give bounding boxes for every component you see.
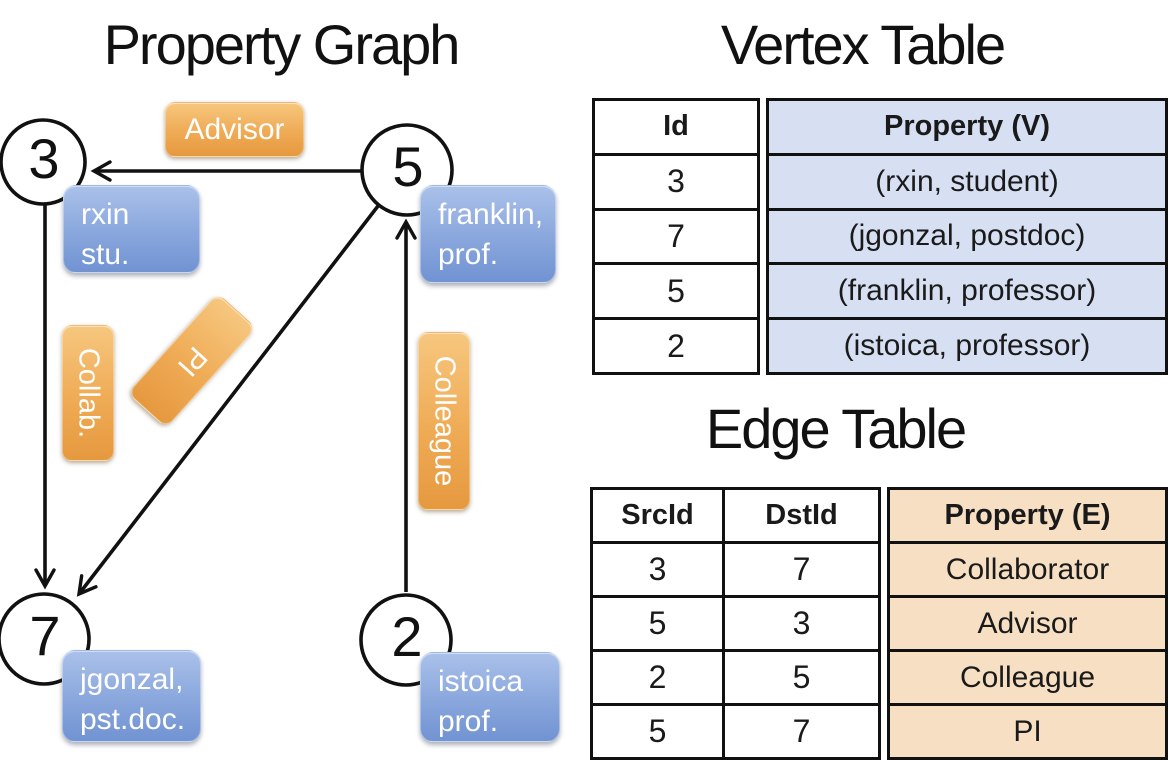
vertex-table-id-cell: 2 — [595, 317, 757, 372]
edge-label-colleague: Colleague — [418, 332, 470, 510]
edge-table-srcid-cell: 5 — [593, 706, 725, 757]
vertex-id-2: 2 — [391, 605, 422, 668]
edge-table-property-column: Property (E) Collaborator Advisor Collea… — [887, 487, 1168, 760]
edge-table-srcid-cell: 3 — [593, 544, 725, 595]
vertex-label-franklin: franklin, prof. — [420, 185, 556, 283]
edge-table-dstid-cell: 3 — [792, 605, 811, 641]
vertex-label-istoica: istoica prof. — [420, 652, 560, 742]
vertex-table-id-cell: 7 — [595, 207, 757, 263]
edge-label-colleague-text: Colleague — [428, 355, 461, 487]
vertex-id-5: 5 — [392, 135, 423, 198]
vertex-table-id-cell: 3 — [595, 152, 757, 208]
edge-table-id-columns: SrcId DstId 3 7 5 3 2 5 5 7 — [590, 487, 881, 760]
edge-table-srcid-header: SrcId — [593, 490, 725, 541]
edge-table-title: Edge Table — [705, 397, 967, 460]
edge-table-property-cell: PI — [890, 703, 1165, 757]
vertex-table-id-cell: 5 — [595, 262, 757, 317]
vertex-id-3: 3 — [28, 127, 59, 190]
edge-table-id-row: 2 5 — [593, 649, 878, 703]
property-graph-title: Property Graph — [103, 13, 461, 76]
vertex-table-property-cell: (istoica, professor) — [769, 317, 1165, 372]
edge-table-srcid-cell: 5 — [593, 598, 725, 649]
edge-table-id-row: 5 3 — [593, 595, 878, 649]
edge-table-property-cell: Advisor — [890, 595, 1165, 649]
edge-table-dstid-cell: 7 — [792, 713, 811, 749]
vertex-label-rxin: rxin stu. — [63, 185, 200, 273]
vertex-table-id-header: Id — [663, 110, 689, 143]
edge-label-collab: Collab. — [62, 325, 114, 461]
edge-table-property-header: Property (E) — [944, 499, 1111, 531]
vertex-table-title: Vertex Table — [720, 13, 1006, 76]
vertex-table-property-header: Property (V) — [884, 110, 1050, 143]
edge-label-collab-text: Collab. — [72, 347, 105, 439]
edge-table-property-cell: Colleague — [890, 649, 1165, 703]
edge-label-advisor: Advisor — [165, 102, 304, 157]
vertex-label-jgonzal: jgonzal, pst.doc. — [62, 650, 201, 742]
edge-table-dstid-header: DstId — [765, 499, 838, 531]
vertex-table-property-cell: (franklin, professor) — [769, 262, 1165, 317]
vertex-id-7: 7 — [29, 604, 60, 667]
vertex-table-id-column: Id 3 7 5 2 — [592, 98, 760, 375]
edge-label-pi-text: PI — [171, 339, 214, 382]
edge-table-id-row: 5 7 — [593, 703, 878, 757]
edge-table-id-header-row: SrcId DstId — [593, 490, 878, 541]
edge-table-srcid-cell: 2 — [593, 652, 725, 703]
vertex-table-property-cell: (rxin, student) — [769, 152, 1165, 208]
vertex-table-property-cell: (jgonzal, postdoc) — [769, 207, 1165, 263]
edge-table-id-row: 3 7 — [593, 541, 878, 595]
edge-table-dstid-cell: 5 — [792, 659, 811, 695]
vertex-circle-3 — [0, 118, 87, 206]
vertex-table-property-column: Property (V) (rxin, student) (jgonzal, p… — [766, 98, 1168, 375]
edge-5-7 — [76, 204, 380, 597]
edge-table-dstid-cell: 7 — [792, 551, 811, 587]
edge-table-property-cell: Collaborator — [890, 541, 1165, 595]
